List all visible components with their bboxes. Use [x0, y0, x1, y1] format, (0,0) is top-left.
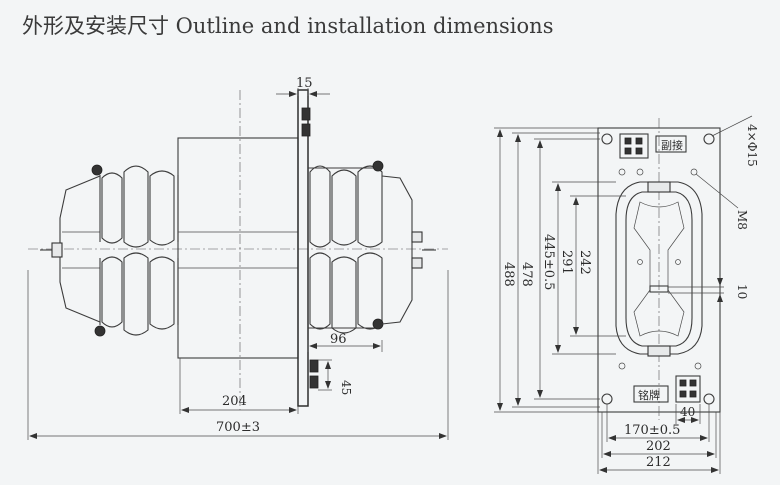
terminal-screw-icon — [689, 379, 697, 387]
right-terminal — [411, 231, 423, 243]
left-terminal — [51, 242, 63, 258]
mount-hole-icon — [703, 393, 715, 405]
dim-10-label: 10 — [735, 284, 749, 299]
dim-204-label: 204 — [222, 394, 247, 409]
holes-label: 4×Φ15 — [745, 124, 759, 167]
dim-291-label: 291 — [559, 250, 574, 275]
right-terminal — [411, 257, 423, 269]
mount-hole-icon — [601, 393, 613, 405]
shed-5 — [123, 252, 149, 336]
terminal-screw-icon — [624, 147, 632, 155]
dim-96-label: 96 — [330, 332, 347, 347]
shed-11 — [331, 256, 357, 334]
shed-2 — [123, 165, 149, 248]
right-shed-bounds — [308, 167, 380, 329]
core-slot — [649, 285, 669, 293]
core-inner — [633, 201, 685, 337]
front-view: 副接 铭牌 — [494, 115, 759, 474]
dim-700-label: 700±3 — [216, 420, 260, 435]
dim-212-label: 212 — [646, 455, 671, 470]
bolt-icon — [372, 160, 384, 172]
shed-7 — [309, 165, 331, 248]
bolt-icon — [618, 362, 626, 370]
terminal-screw-icon — [679, 379, 687, 387]
shed-8 — [331, 169, 357, 246]
mount-hole-icon — [703, 133, 715, 145]
bolt-icon — [636, 168, 644, 176]
left-lower-shed-bounds — [99, 258, 179, 325]
flange-terminal-icon — [301, 123, 311, 137]
bottom-terminal-block — [675, 375, 701, 403]
bolt-icon — [372, 318, 384, 330]
terminal-screw-icon — [635, 147, 643, 155]
bolt-icon — [637, 259, 643, 265]
dim-170-label: 170±0.5 — [624, 423, 680, 438]
leader-line — [695, 173, 739, 209]
bolt-icon — [618, 168, 626, 176]
flange-terminal-icon — [309, 375, 319, 389]
dim-202-label: 202 — [646, 439, 671, 454]
core-frame — [615, 181, 703, 355]
top-plate-label: 副接 — [661, 139, 683, 152]
main-body — [177, 137, 299, 359]
dim-40-label: 40 — [680, 405, 695, 419]
bolt-icon — [694, 362, 702, 370]
shed-10 — [309, 252, 331, 330]
shed-6 — [149, 256, 175, 330]
bolt-label: M8 — [735, 210, 749, 230]
side-view: 15 96 45 204 700±3 — [27, 76, 449, 440]
page-title: 外形及安装尺寸 Outline and installation dimensi… — [22, 14, 554, 38]
nameplate-box — [633, 385, 669, 403]
top-clamp — [647, 181, 671, 193]
shed-3 — [149, 170, 175, 246]
bottom-clamp — [647, 345, 671, 357]
terminal-screw-icon — [624, 137, 632, 145]
flange-terminal-icon — [309, 359, 319, 373]
bolt-icon — [94, 325, 106, 337]
shed-12 — [357, 252, 383, 330]
dim-242-label: 242 — [577, 250, 592, 275]
mount-hole-icon — [601, 133, 613, 145]
dim-445-label: 445±0.5 — [541, 234, 556, 290]
dim-15-label: 15 — [296, 76, 313, 91]
flange-terminal-icon — [301, 107, 311, 121]
left-upper-shed-bounds — [99, 175, 179, 242]
mounting-flange — [297, 89, 309, 407]
core-window — [625, 191, 693, 347]
top-terminal-block — [619, 133, 649, 159]
shed-9 — [357, 165, 383, 248]
leader-line — [711, 115, 753, 137]
dim-488-label: 488 — [501, 262, 516, 287]
dim-45-label: 45 — [339, 380, 353, 395]
bolt-icon — [690, 168, 698, 176]
dim-478-label: 478 — [519, 262, 534, 287]
bolt-icon — [675, 259, 681, 265]
shed-1 — [101, 172, 123, 244]
terminal-screw-icon — [635, 137, 643, 145]
bolt-icon — [91, 164, 103, 176]
terminal-screw-icon — [679, 390, 687, 398]
nameplate-label: 铭牌 — [638, 388, 660, 402]
right-end-cap — [381, 175, 413, 325]
shed-4 — [101, 256, 123, 328]
terminal-screw-icon — [689, 390, 697, 398]
top-plate-label-box — [655, 135, 687, 153]
